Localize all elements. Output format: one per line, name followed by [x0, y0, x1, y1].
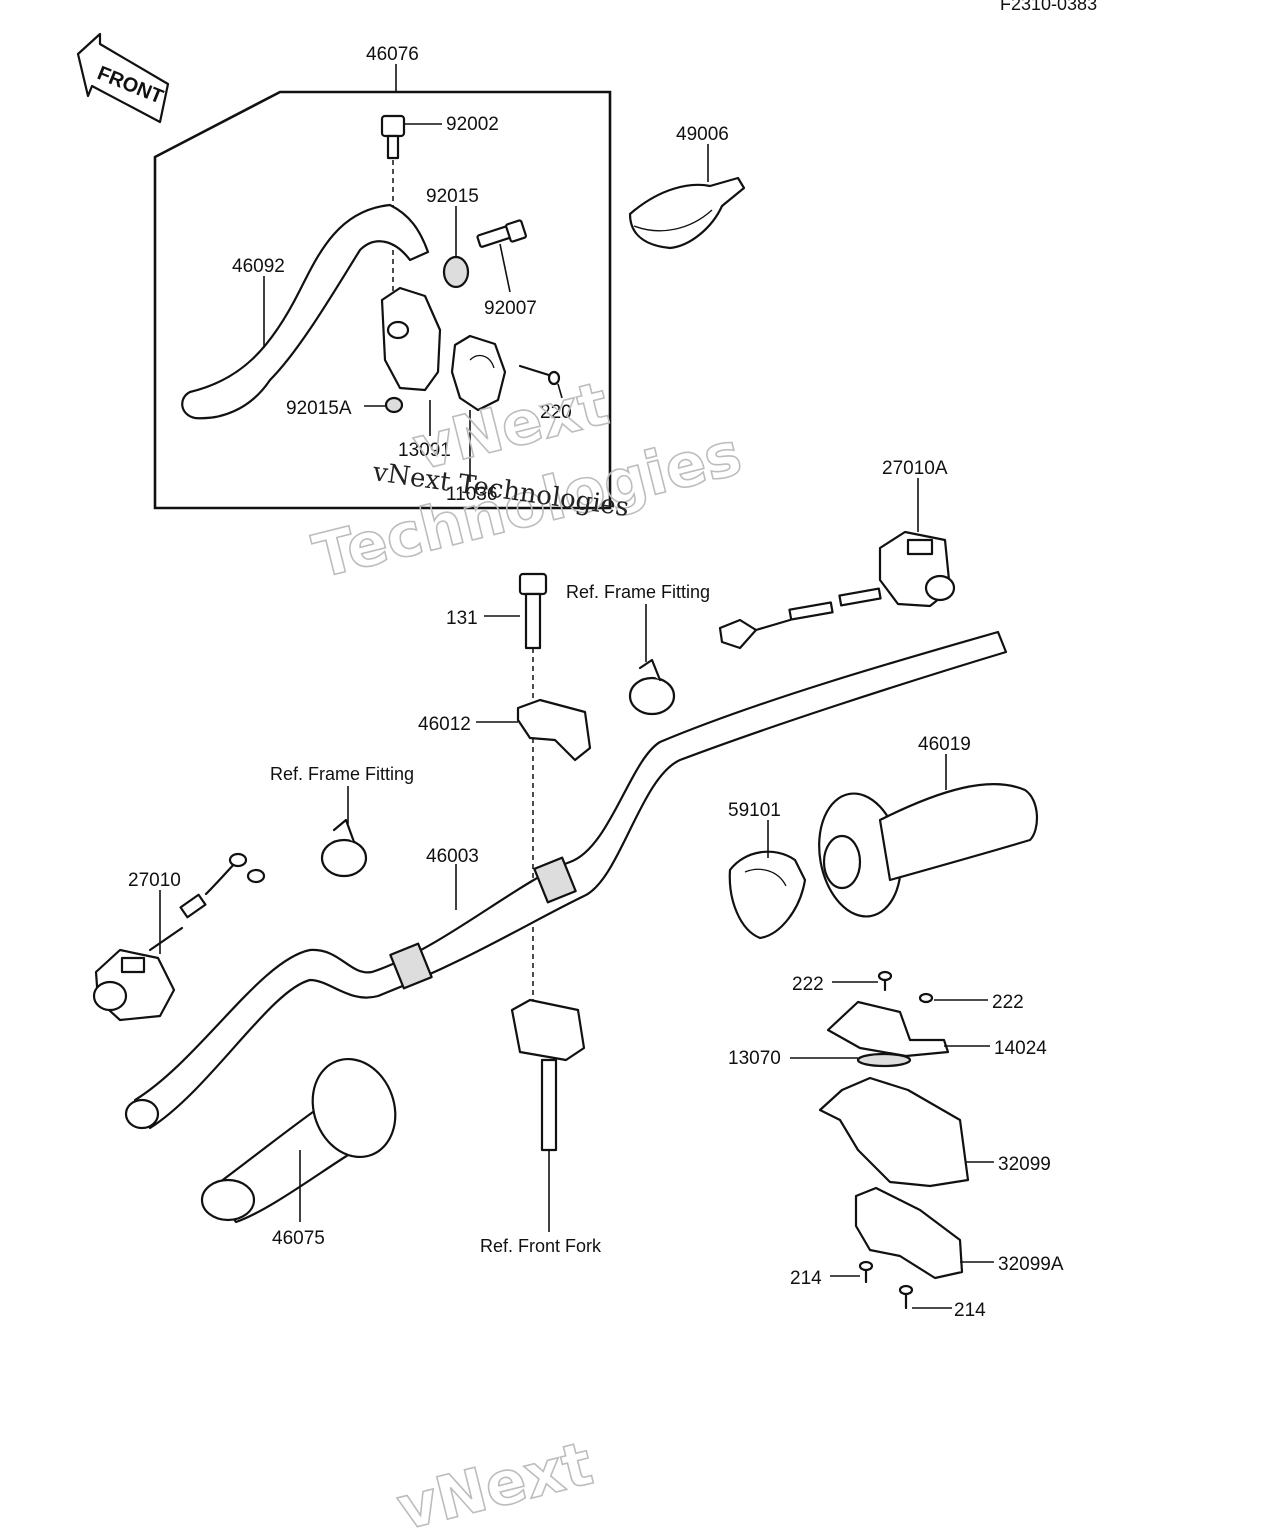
screw-220 — [518, 364, 561, 386]
label-46003: 46003 — [426, 846, 479, 867]
drawing-code: F2310-0383 — [1000, 0, 1097, 14]
label-27010: 27010 — [128, 870, 181, 891]
label-46012: 46012 — [418, 714, 471, 735]
bolt-131 — [518, 572, 548, 1000]
label-46076: 46076 — [366, 44, 419, 65]
label-ref-frame-fitting-2: Ref. Frame Fitting — [270, 764, 414, 784]
watermark-vnext-2: vNext — [391, 1429, 599, 1536]
lever-46092 — [181, 203, 430, 420]
label-214-a: 214 — [790, 1268, 822, 1289]
label-46019: 46019 — [918, 734, 971, 755]
handlebar-46003 — [124, 630, 1008, 1130]
label-32099A: 32099A — [998, 1254, 1064, 1275]
front-arrow-icon: FRONT — [76, 32, 170, 124]
bolt-92002 — [380, 114, 406, 300]
label-ref-front-fork: Ref. Front Fork — [480, 1236, 602, 1256]
boot-49006 — [628, 176, 746, 250]
label-92002: 92002 — [446, 114, 499, 135]
label-214-b: 214 — [954, 1300, 986, 1321]
leader-lines — [159, 64, 994, 1309]
label-46092: 46092 — [232, 256, 285, 277]
switch-27010 — [92, 852, 266, 1022]
lower-holder-stud — [510, 998, 586, 1232]
label-13091: 13091 — [398, 440, 451, 461]
label-222-b: 222 — [992, 992, 1024, 1013]
label-59101: 59101 — [728, 800, 781, 821]
lever-holder-13091 — [380, 286, 442, 414]
label-ref-frame-fitting-1: Ref. Frame Fitting — [566, 582, 710, 602]
holder-46012 — [516, 698, 592, 762]
clamp-11036 — [450, 334, 507, 412]
label-32099: 32099 — [998, 1154, 1051, 1175]
label-92007: 92007 — [484, 298, 537, 319]
label-222-a: 222 — [792, 974, 824, 995]
switch-27010A — [718, 530, 956, 650]
label-13070: 13070 — [728, 1048, 781, 1069]
sleeve-59101 — [728, 850, 807, 940]
label-92015A: 92015A — [286, 398, 352, 419]
label-27010A: 27010A — [882, 458, 948, 479]
label-11036: 11036 — [446, 484, 497, 505]
label-92015: 92015 — [426, 186, 479, 207]
frame-fitting-clamp-upper — [628, 658, 676, 716]
label-14024: 14024 — [994, 1038, 1047, 1059]
throttle-grip-46019 — [818, 783, 1038, 918]
label-131: 131 — [446, 608, 478, 629]
frame-fitting-clamp-left — [320, 818, 368, 878]
throttle-housing-parts — [818, 970, 970, 1310]
label-49006: 49006 — [676, 124, 729, 145]
grip-46075 — [200, 1057, 397, 1224]
label-46075: 46075 — [272, 1228, 325, 1249]
label-220: 220 — [540, 402, 572, 423]
lever-assembly-frame — [153, 90, 612, 510]
